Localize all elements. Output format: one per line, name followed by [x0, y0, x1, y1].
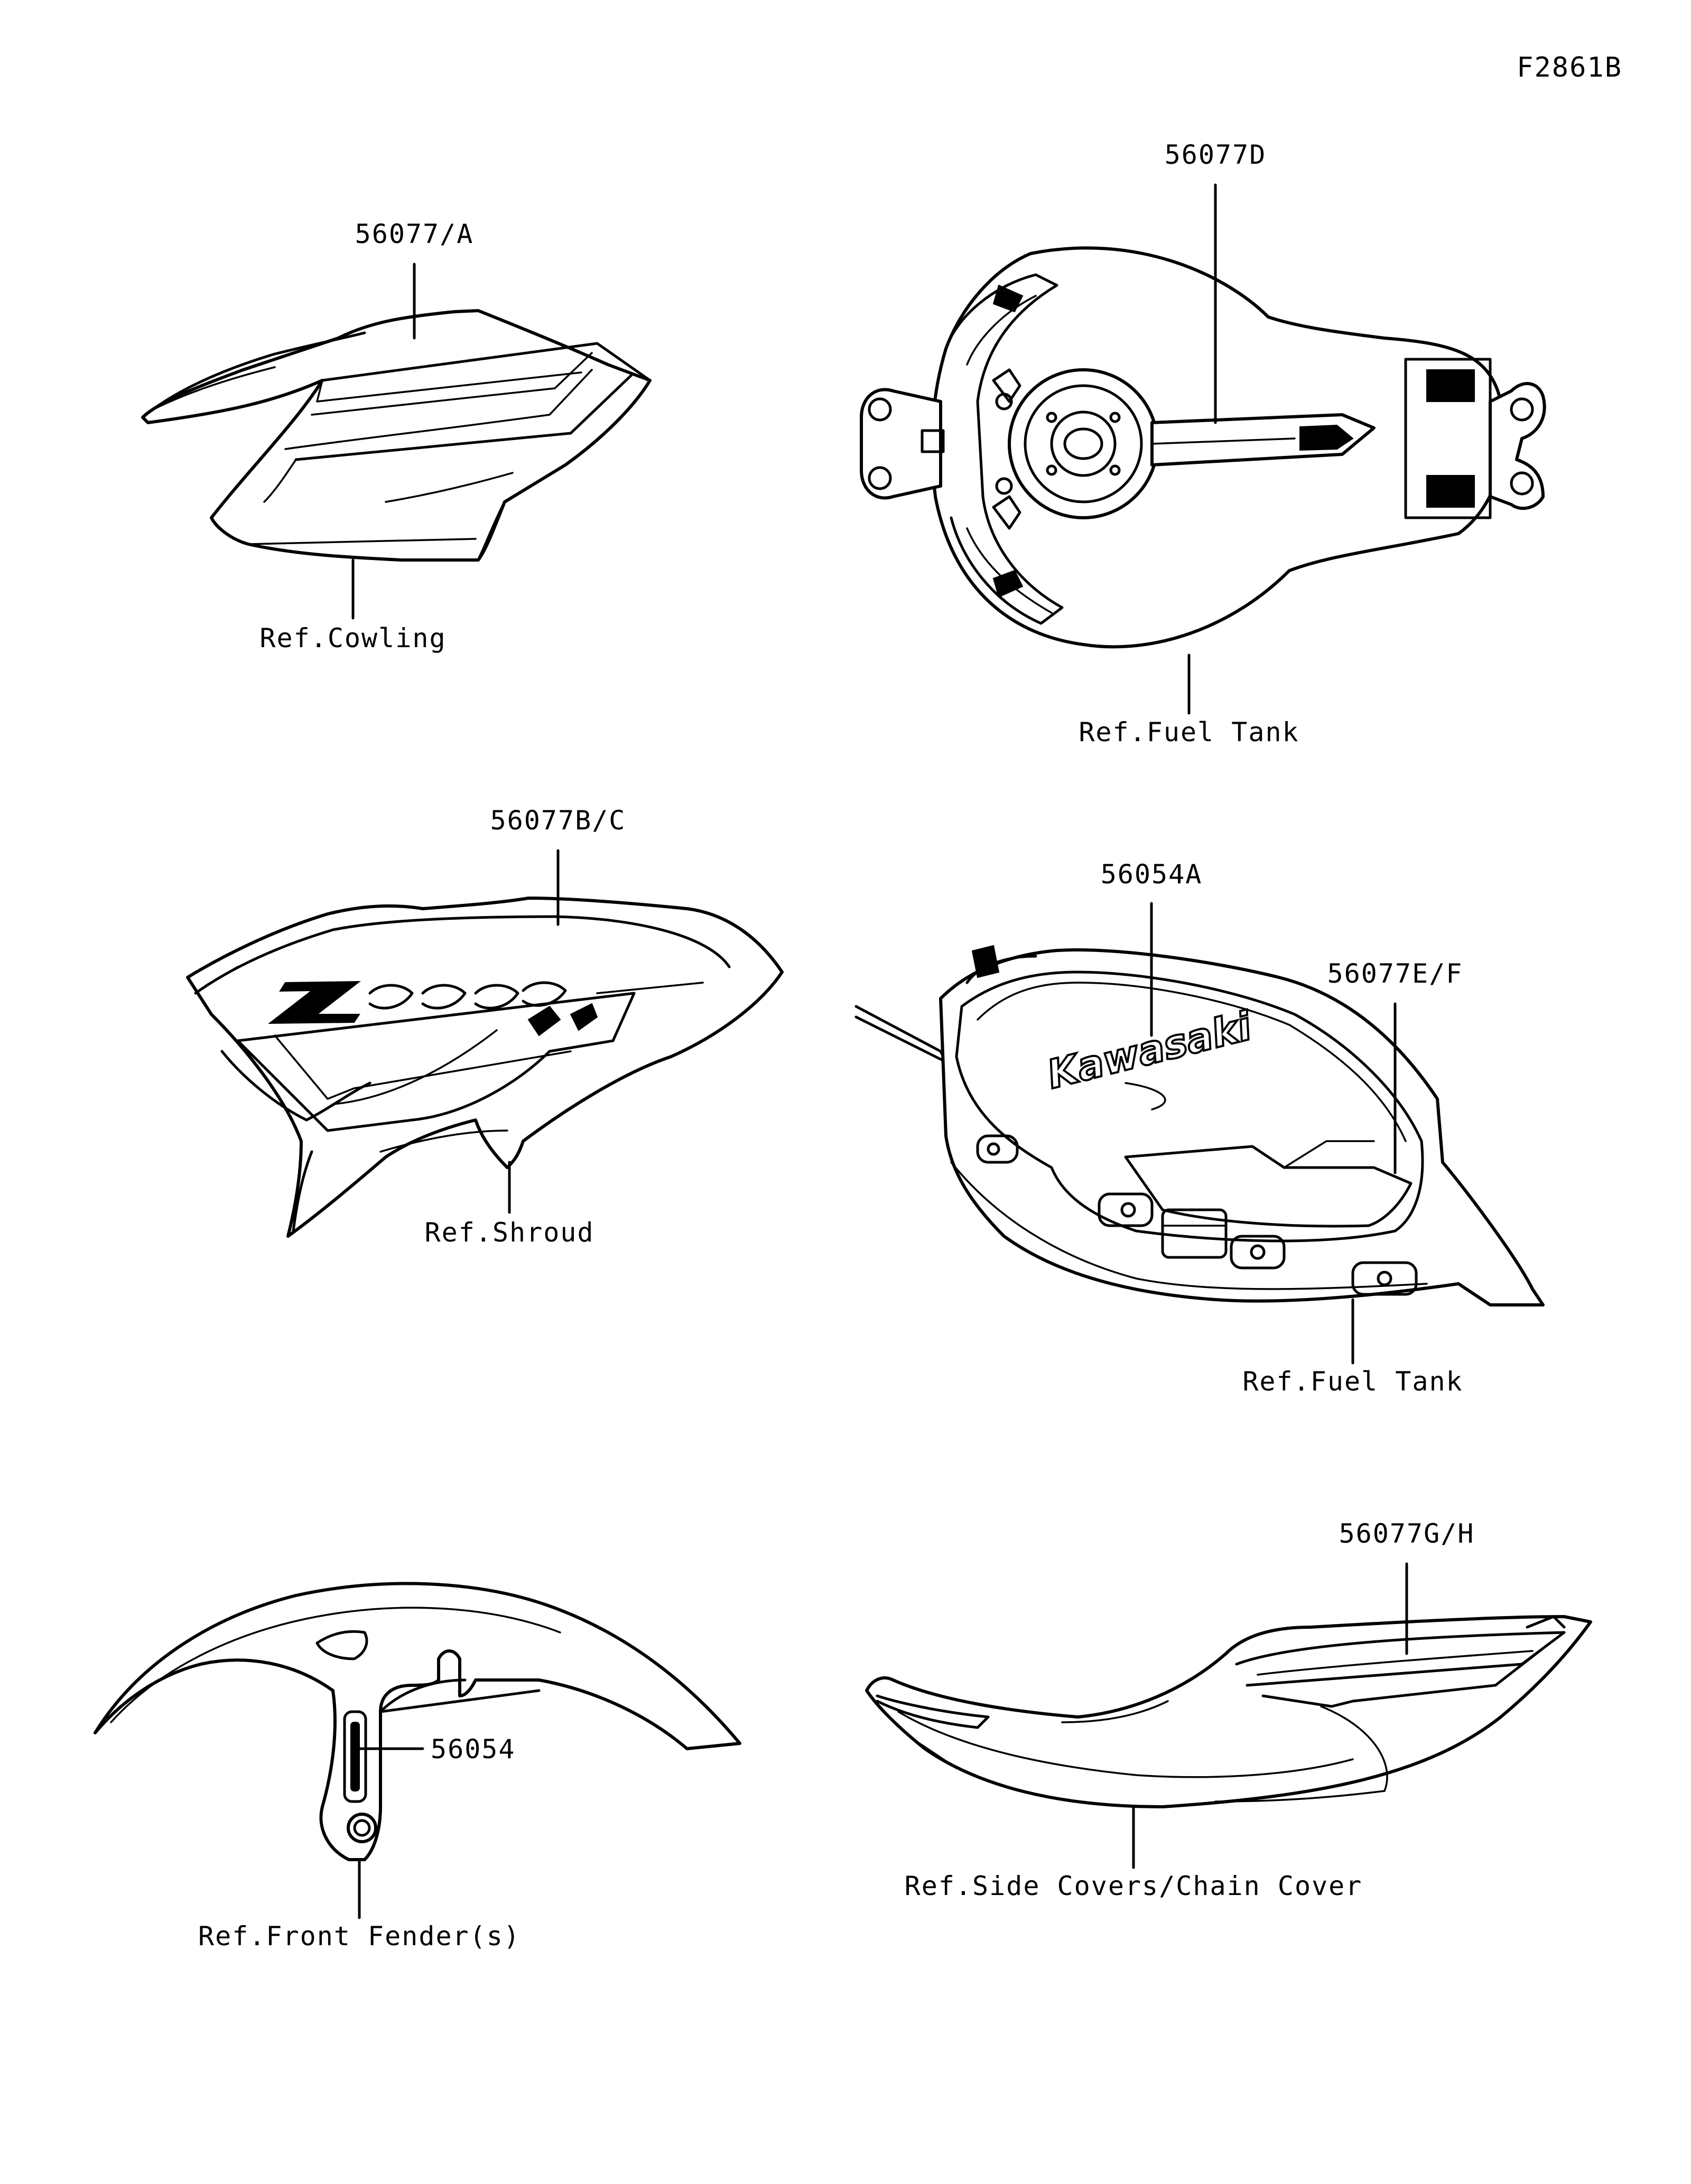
tank-side-part-label-a: 56054A [1101, 859, 1203, 890]
cowling-part [141, 309, 652, 562]
fuel-tank-top-part [860, 246, 1546, 649]
tank-top-ref-label: Ref.Fuel Tank [1079, 717, 1299, 748]
fender-part-label: 56054 [431, 1734, 516, 1765]
side-cover-part [865, 1615, 1592, 1808]
side-cover-ref-label: Ref.Side Covers/Chain Cover [905, 1871, 1363, 1901]
tank-side-part-label-b: 56077E/F [1327, 958, 1463, 989]
fuel-tank-side-part: Kawasaki [854, 945, 1545, 1306]
tank-top-part-label: 56077D [1165, 139, 1267, 170]
side-cover-part-label: 56077G/H [1339, 1518, 1475, 1549]
shroud-part-label: 56077B/C [490, 805, 626, 836]
front-fender-part [94, 1582, 741, 1861]
fender-ref-label: Ref.Front Fender(s) [198, 1921, 521, 1952]
shroud-ref-label: Ref.Shroud [424, 1217, 594, 1248]
shroud-part [186, 897, 784, 1238]
cowling-ref-label: Ref.Cowling [259, 623, 446, 654]
tank-side-ref-label: Ref.Fuel Tank [1242, 1366, 1463, 1397]
figure-id: F2861B [1517, 52, 1622, 83]
cowling-part-label: 56077/A [355, 219, 474, 249]
